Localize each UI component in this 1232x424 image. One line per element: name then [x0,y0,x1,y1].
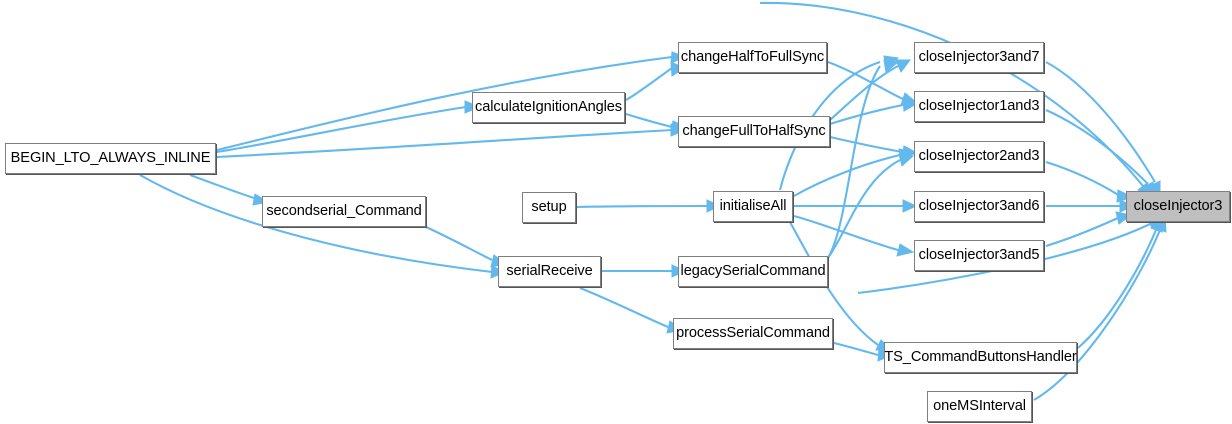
edge-begin-to-chgfth [216,128,673,159]
edge-secser-to-serrecv [425,226,493,261]
edge-chghtf-to-ci1and3 [827,61,904,100]
edge-ci1and3-to-ci3 [1045,109,1149,185]
graph-node-label: calculateIgnitionAngles [475,99,622,116]
graph-node-ci3and6[interactable]: closeInjector3and6 [914,191,1044,222]
graph-node-label: closeInjector2and3 [918,148,1040,165]
graph-node-label: oneMSInterval [933,398,1026,415]
arrowhead-legacy-to-ci2and3 [898,153,915,167]
arrowhead-initall-to-ci3and5 [896,243,915,257]
graph-node-label: initialiseAll [719,198,787,215]
graph-node-setup[interactable]: setup [522,192,576,223]
graph-node-label: closeInjector3 [1133,198,1223,215]
edge-tscmd-to-ci3 [1077,229,1157,349]
graph-node-label: BEGIN_LTO_ALWAYS_INLINE [10,150,211,167]
edge-calcign-to-chghtf [625,67,673,101]
arrowhead-ci2and3-to-ci3 [1116,189,1134,203]
graph-node-onems[interactable]: oneMSInterval [927,391,1032,422]
graph-node-chghtf[interactable]: changeHalfToFullSync [678,42,827,73]
edge-calcign-to-chgfth [625,112,673,129]
graph-node-ci3and5[interactable]: closeInjector3and5 [914,240,1044,271]
graph-node-ci2and3[interactable]: closeInjector2and3 [914,141,1044,172]
edge-ci3and7-to-ci3 [1045,61,1156,183]
graph-node-label: processSerialCommand [676,325,830,342]
graph-node-label: changeHalfToFullSync [680,49,825,66]
edge-procser-to-tscmd [833,341,879,357]
graph-node-initall[interactable]: initialiseAll [713,191,793,222]
graph-node-begin[interactable]: BEGIN_LTO_ALWAYS_INLINE [5,143,216,174]
graph-node-ci3and7[interactable]: closeInjector3and7 [914,42,1044,73]
graph-node-ci1and3[interactable]: closeInjector1and3 [914,91,1044,122]
edge-chgfth-to-ci2and3 [829,135,904,154]
arrowhead-chgfth-to-ci3and7 [895,59,911,73]
graph-node-calcign[interactable]: calculateIgnitionAngles [472,92,625,123]
graph-node-label: closeInjector1and3 [918,98,1040,115]
edge-chgfth-to-ci3and7 [829,65,899,121]
edge-chgfth-to-ci1and3 [829,103,904,126]
graph-node-label: TS_CommandButtonsHandler [884,349,1077,366]
edge-legacy-to-ci2and3 [827,159,901,259]
graph-node-secser[interactable]: secondserial_Command [262,196,426,227]
edge-ci2and3-to-ci3 [1045,160,1121,197]
arrowhead-initall-to-ci3and6 [902,199,918,213]
edge-begin-to-chghtf [216,55,673,152]
edge-serrecv-to-procser [579,287,669,328]
arrowhead-legacy-to-ci3and7 [883,59,900,73]
arrowhead-chgfth-to-ci1and3 [902,98,918,112]
edge-begin-to-secser [189,174,258,201]
graph-node-serrecv[interactable]: serialReceive [498,256,601,287]
graph-node-label: serialReceive [506,263,593,280]
graph-node-legacy[interactable]: legacySerialCommand [678,256,828,287]
graph-node-tscmd[interactable]: TS_CommandButtonsHandler [884,342,1077,373]
graph-node-ci3[interactable]: closeInjector3 [1126,191,1230,222]
graph-node-label: legacySerialCommand [680,263,826,280]
edge-initall-to-ci3and5 [793,214,899,252]
graph-node-label: closeInjector3and6 [918,198,1040,215]
edge-initall-to-ci2and3 [793,153,901,197]
edge-legacy-to-ci3and7 [827,65,881,259]
graph-node-label: changeFullToHalfSync [682,123,826,140]
graph-node-label: closeInjector3and7 [918,49,1040,66]
edge-initall-to-tscmd [789,221,879,346]
edge-begin-to-serrecv [139,174,493,274]
edge-setup-to-initall [576,204,708,209]
edge-ci3and5-to-ci3 [1045,217,1119,248]
graph-node-label: setup [531,199,567,216]
graph-node-procser[interactable]: processSerialCommand [673,318,833,349]
edge-onems-to-ci3 [1033,229,1161,401]
graph-node-label: secondserial_Command [266,203,422,220]
graph-node-label: closeInjector3and5 [918,247,1040,264]
edge-begin-to-calcign [216,105,467,154]
graph-node-chgfth[interactable]: changeFullToHalfSync [678,116,830,147]
